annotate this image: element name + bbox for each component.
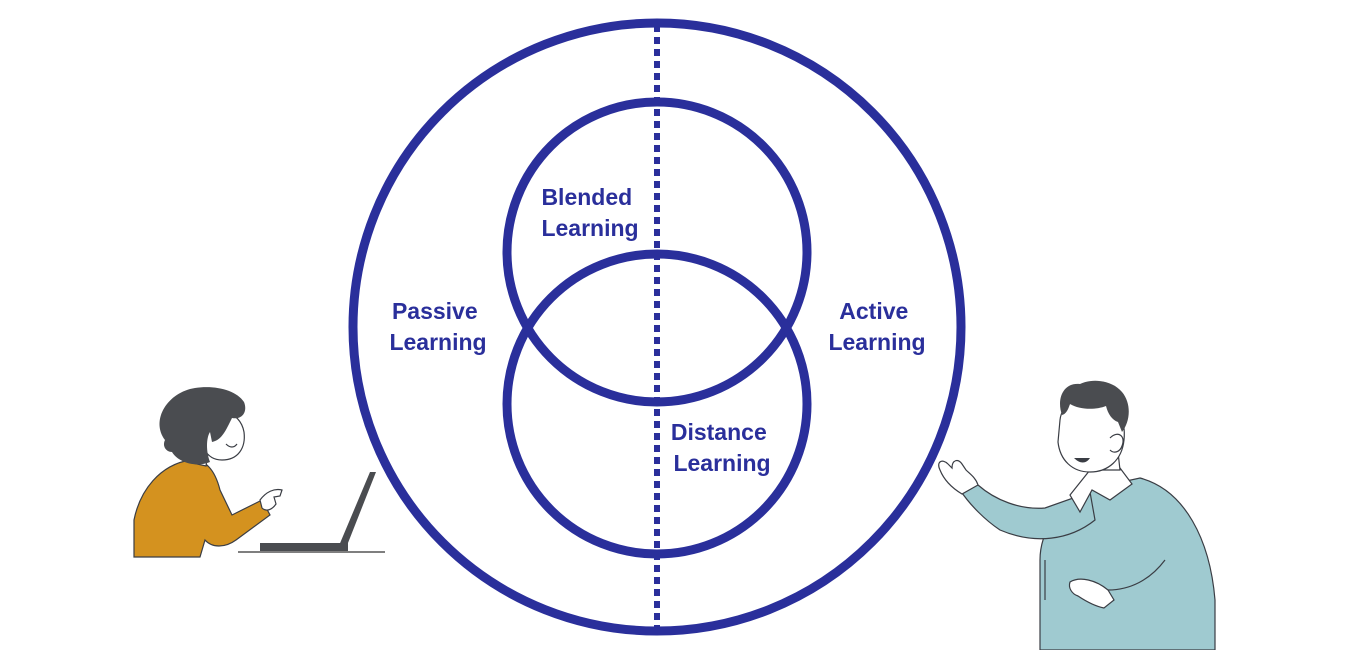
man-raised-arm bbox=[959, 484, 1096, 540]
woman-sweater bbox=[133, 459, 271, 558]
laptop-screen bbox=[338, 472, 376, 548]
woman-at-laptop-icon bbox=[133, 387, 385, 558]
man-presenting-icon bbox=[938, 380, 1216, 650]
woman-hand bbox=[259, 488, 283, 511]
man-lower-hand bbox=[1068, 578, 1115, 609]
blended-label: Blended Learning bbox=[541, 184, 638, 241]
woman-hair bbox=[159, 387, 246, 465]
laptop-base bbox=[260, 543, 348, 551]
man-raised-hand bbox=[938, 459, 979, 495]
distance-label: Distance Learning bbox=[671, 419, 773, 476]
active-label: Active Learning bbox=[828, 298, 925, 355]
man-hair bbox=[1060, 380, 1129, 432]
passive-label: Passive Learning bbox=[389, 298, 486, 355]
